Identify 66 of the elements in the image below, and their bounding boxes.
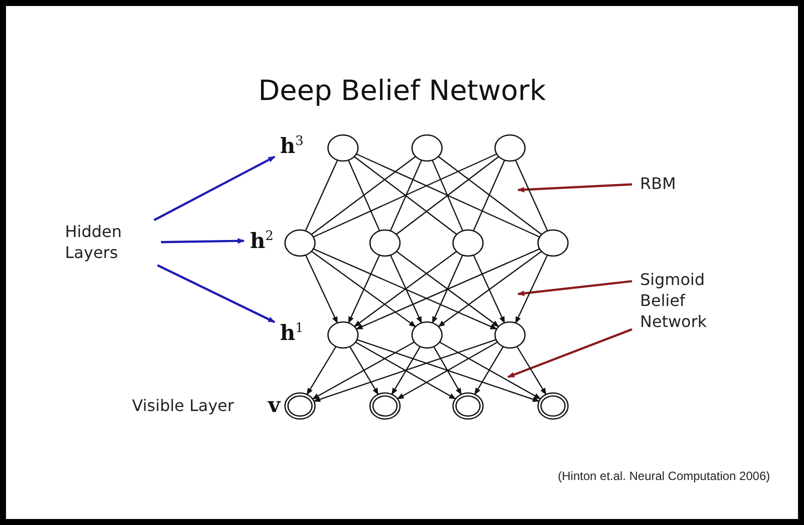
hidden-unit-circle [369,229,401,257]
layer-symbol: h$^{3}$ [280,133,312,158]
connection-line [304,160,338,232]
connection-line [311,156,416,235]
arrow [396,342,498,400]
arrow [433,346,462,395]
arrow [396,250,500,328]
arrow [474,346,504,395]
hidden-unit-circle [284,229,316,257]
connection-line [514,160,548,232]
arrow [516,346,547,396]
arrow [356,248,540,330]
hidden-unit-circle [411,134,443,162]
connection-line [356,153,540,238]
arrow [354,250,457,328]
arrow [160,238,245,244]
arrow [515,254,548,324]
pointer-arrow [517,280,632,296]
visible-unit-circle [535,390,571,422]
connection-line [348,160,380,232]
arrow [355,342,456,400]
arrow [306,346,337,396]
visible-unit-circle [282,390,318,422]
arrow [313,248,498,330]
annotation-text: Visible Layer [132,396,256,417]
arrow [305,254,338,324]
hidden-unit-circle [452,229,484,257]
hidden-unit-circle [537,229,569,257]
layer-symbol: h$^{2}$ [250,228,282,253]
annotation-text: Hidden Layers [65,222,157,264]
arrow [390,254,422,324]
connection-line [396,156,500,235]
hidden-unit-circle [494,134,526,162]
arrow [438,250,542,328]
arrow [439,342,541,400]
arrow [154,156,276,222]
pointer-arrow [507,328,632,378]
visible-unit-circle [450,390,486,422]
annotation-text: Sigmoid Belief Network [640,270,730,332]
hidden-unit-circle [411,321,443,349]
arrow [312,341,415,400]
annotation-text: RBM [640,174,690,195]
connection-line [390,160,422,232]
connection-line [438,156,542,235]
layer-symbol: v [268,392,288,417]
pointer-arrow [517,183,632,192]
arrow [348,254,380,324]
hidden-unit-circle [494,321,526,349]
citation-caption: (Hinton et.al. Neural Computation 2006) [556,469,770,483]
arrow [356,339,540,402]
arrow [391,346,421,395]
arrow [349,346,379,395]
layer-symbol: h$^{1}$ [280,320,312,345]
diagram-title: Deep Belief Network [257,74,547,107]
hidden-unit-circle [327,134,359,162]
connection-line [472,160,506,232]
connection-line [313,153,497,238]
hidden-unit-circle [327,321,359,349]
arrow [313,339,496,402]
arrow [432,254,464,324]
arrow [472,254,506,324]
arrow [311,250,416,328]
visible-unit-circle [367,390,403,422]
connection-line [432,160,464,232]
arrow [157,264,276,324]
connection-line [354,156,458,235]
